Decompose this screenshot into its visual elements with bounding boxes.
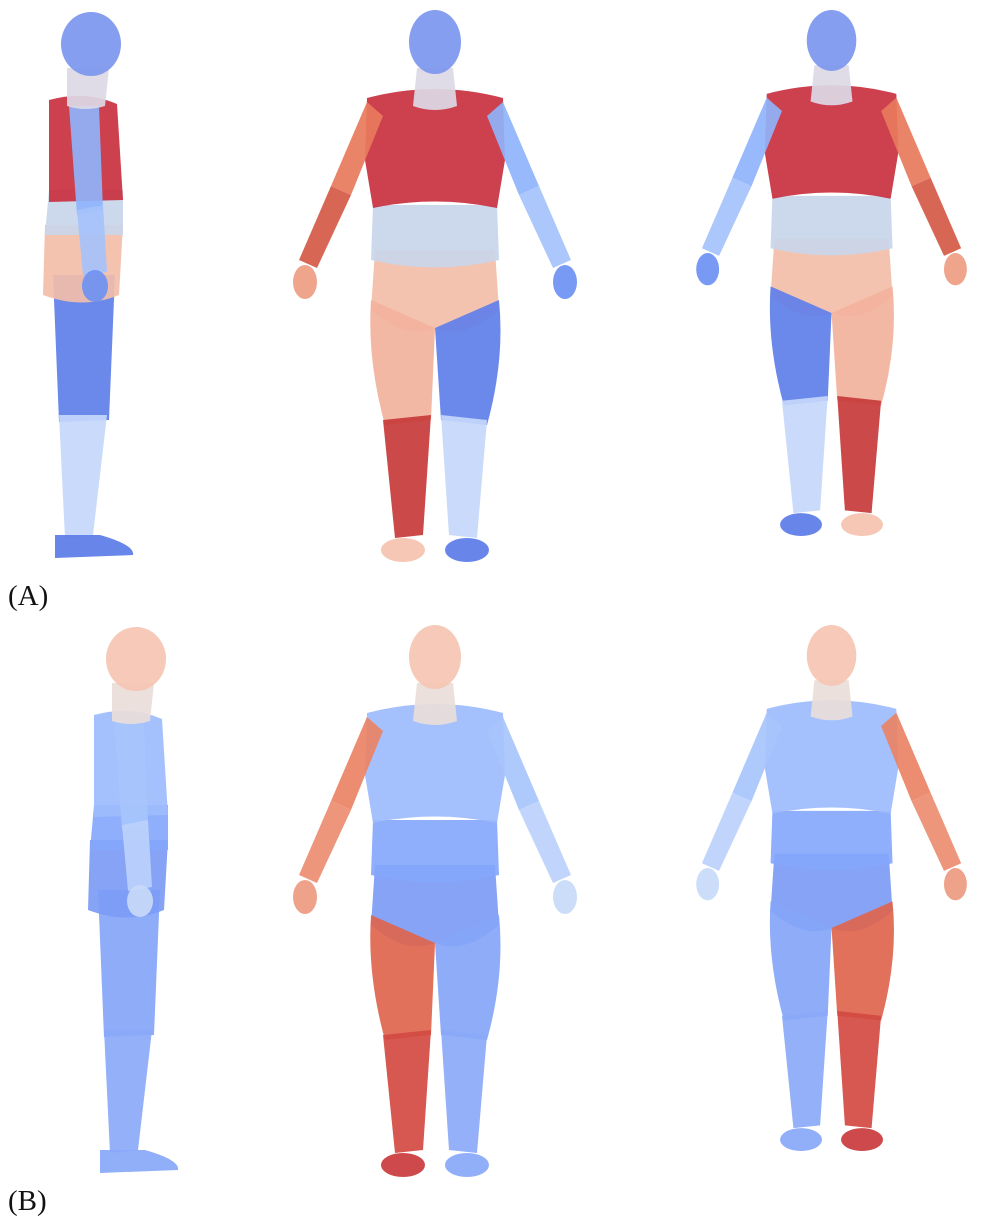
body-segment-hand-right bbox=[553, 265, 577, 299]
body-segment-shin-left bbox=[782, 1011, 828, 1128]
body-segment-shin-right bbox=[441, 415, 487, 538]
body-segment-foot-right bbox=[841, 1128, 883, 1151]
body-segment-forearm-right bbox=[912, 793, 962, 871]
body-segment-head bbox=[807, 625, 857, 686]
body-segment-hand-left bbox=[696, 253, 719, 285]
front-view-figure bbox=[255, 625, 615, 1185]
side-view-body bbox=[5, 10, 155, 570]
body-segment-shin-right bbox=[837, 396, 881, 513]
body-segment-shin-right bbox=[441, 1030, 487, 1153]
back-view-body bbox=[660, 10, 1003, 570]
body-segment-shin-left bbox=[383, 415, 431, 538]
body-segment-shin-right bbox=[837, 1011, 881, 1128]
back-view-figure bbox=[660, 625, 1003, 1185]
body-segment-foot-right bbox=[841, 513, 883, 536]
body-segment-forearm-right bbox=[519, 801, 571, 883]
body-segment-foot-left bbox=[780, 513, 822, 536]
body-segment-abdomen bbox=[771, 196, 893, 256]
body-segment-hand-right bbox=[82, 270, 108, 302]
body-segment-foot-right bbox=[100, 1150, 178, 1173]
side-view-figure bbox=[5, 10, 155, 570]
body-segment-neck bbox=[811, 680, 853, 720]
panel-b: (B) bbox=[0, 620, 1003, 1226]
body-segment-forearm-left bbox=[299, 186, 351, 268]
body-segment-head bbox=[409, 10, 461, 74]
panel-a: (A) bbox=[0, 0, 1003, 620]
body-segment-hand-right bbox=[127, 885, 153, 917]
body-segment-foot-right bbox=[55, 535, 133, 558]
body-segment-neck bbox=[811, 65, 853, 105]
body-segment-foot-left bbox=[381, 538, 425, 562]
body-segment-head bbox=[61, 12, 121, 76]
body-segment-head bbox=[807, 10, 857, 71]
body-segment-abdomen bbox=[771, 811, 893, 871]
body-segment-shin-left bbox=[383, 1030, 431, 1153]
body-segment-foot-left bbox=[381, 1153, 425, 1177]
body-segment-forearm-left bbox=[702, 793, 752, 871]
body-segment-abdomen bbox=[371, 820, 499, 883]
body-segment-shin-right bbox=[59, 415, 107, 538]
body-segment-hand-left bbox=[293, 880, 317, 914]
body-segment-foot-left bbox=[780, 1128, 822, 1151]
body-segment-neck bbox=[413, 683, 457, 725]
body-segment-hand-left bbox=[696, 868, 719, 900]
body-segment-foot-right bbox=[445, 1153, 489, 1177]
body-segment-head bbox=[409, 625, 461, 689]
panel-label-b: (B) bbox=[8, 1185, 47, 1218]
body-segment-abdomen bbox=[371, 205, 499, 268]
panel-label-a: (A) bbox=[8, 580, 48, 613]
side-view-figure bbox=[50, 625, 200, 1185]
body-segment-shin-left bbox=[782, 396, 828, 513]
body-segment-forearm-left bbox=[299, 801, 351, 883]
body-segment-hand-right bbox=[553, 880, 577, 914]
body-segment-forearm-left bbox=[702, 178, 752, 256]
body-segment-head bbox=[106, 627, 166, 691]
body-segment-hand-right bbox=[944, 868, 967, 900]
body-segment-hand-right bbox=[944, 253, 967, 285]
front-view-body bbox=[255, 625, 615, 1185]
body-segment-neck bbox=[413, 68, 457, 110]
back-view-figure bbox=[660, 10, 1003, 570]
body-segment-hand-left bbox=[293, 265, 317, 299]
back-view-body bbox=[660, 625, 1003, 1185]
front-view-body bbox=[255, 10, 615, 570]
body-segment-forearm-right bbox=[519, 186, 571, 268]
body-segment-forearm-right bbox=[912, 178, 962, 256]
front-view-figure bbox=[255, 10, 615, 570]
body-segment-shin-right bbox=[104, 1030, 152, 1153]
body-segment-foot-right bbox=[445, 538, 489, 562]
side-view-body bbox=[50, 625, 200, 1185]
